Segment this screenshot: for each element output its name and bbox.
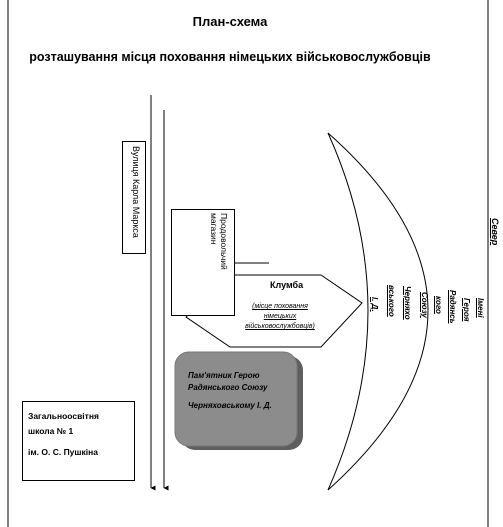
square-label: кого xyxy=(434,296,443,314)
square-label: І. Д. xyxy=(370,297,379,312)
school-label-line: Загальноосвітня xyxy=(28,411,99,421)
diagram-title: План-схема xyxy=(192,14,268,29)
flowerbed-note: (місце поховання німецьких військовослуж… xyxy=(230,302,330,332)
school-label-line: школа № 1 xyxy=(28,426,74,436)
flowerbed-note-line: німецьких xyxy=(263,313,297,320)
square-inner-arc xyxy=(327,132,369,491)
flowerbed-note-line: військовослужбовців) xyxy=(245,323,315,330)
diagram-subtitle: розташування місця поховання німецьких в… xyxy=(29,50,431,64)
school-label-line: ім. О. С. Пушкіна xyxy=(28,447,98,457)
flowerbed-label: Клумба xyxy=(270,280,304,290)
monument-label-line: Радянського Союзу xyxy=(188,383,268,392)
north-label: Север xyxy=(490,218,500,246)
square-label: Черняхо xyxy=(403,286,412,320)
square-fill xyxy=(328,133,478,490)
flowerbed-note-line: (місце поховання xyxy=(252,303,308,310)
square-label: Союзу xyxy=(420,292,429,318)
street-label: Вулиця Карла Маркса xyxy=(131,146,141,238)
square-outer-arc xyxy=(327,132,429,491)
school-box: Загальноосвітня школа № 1 ім. О. С. Пушк… xyxy=(22,401,135,481)
square-label: Імені xyxy=(476,298,485,318)
monument-label-line: Пам'ятник Герою xyxy=(188,371,260,380)
monument-label: Пам'ятник Герою Радянського Союзу Чернях… xyxy=(188,370,288,412)
street-label-box: Вулиця Карла Маркса xyxy=(122,141,146,254)
shop-label: Продовольчий магазин xyxy=(209,213,229,270)
monument-label-line: Черняховському І. Д. xyxy=(188,401,272,410)
square-label: Радянсь xyxy=(448,290,457,324)
square-label: вського xyxy=(387,285,396,317)
monument-block xyxy=(174,351,298,447)
square-label: Героя xyxy=(462,298,471,322)
shop-box: Продовольчий магазин xyxy=(171,209,235,316)
school-label: Загальноосвітня школа № 1 ім. О. С. Пушк… xyxy=(28,409,99,460)
